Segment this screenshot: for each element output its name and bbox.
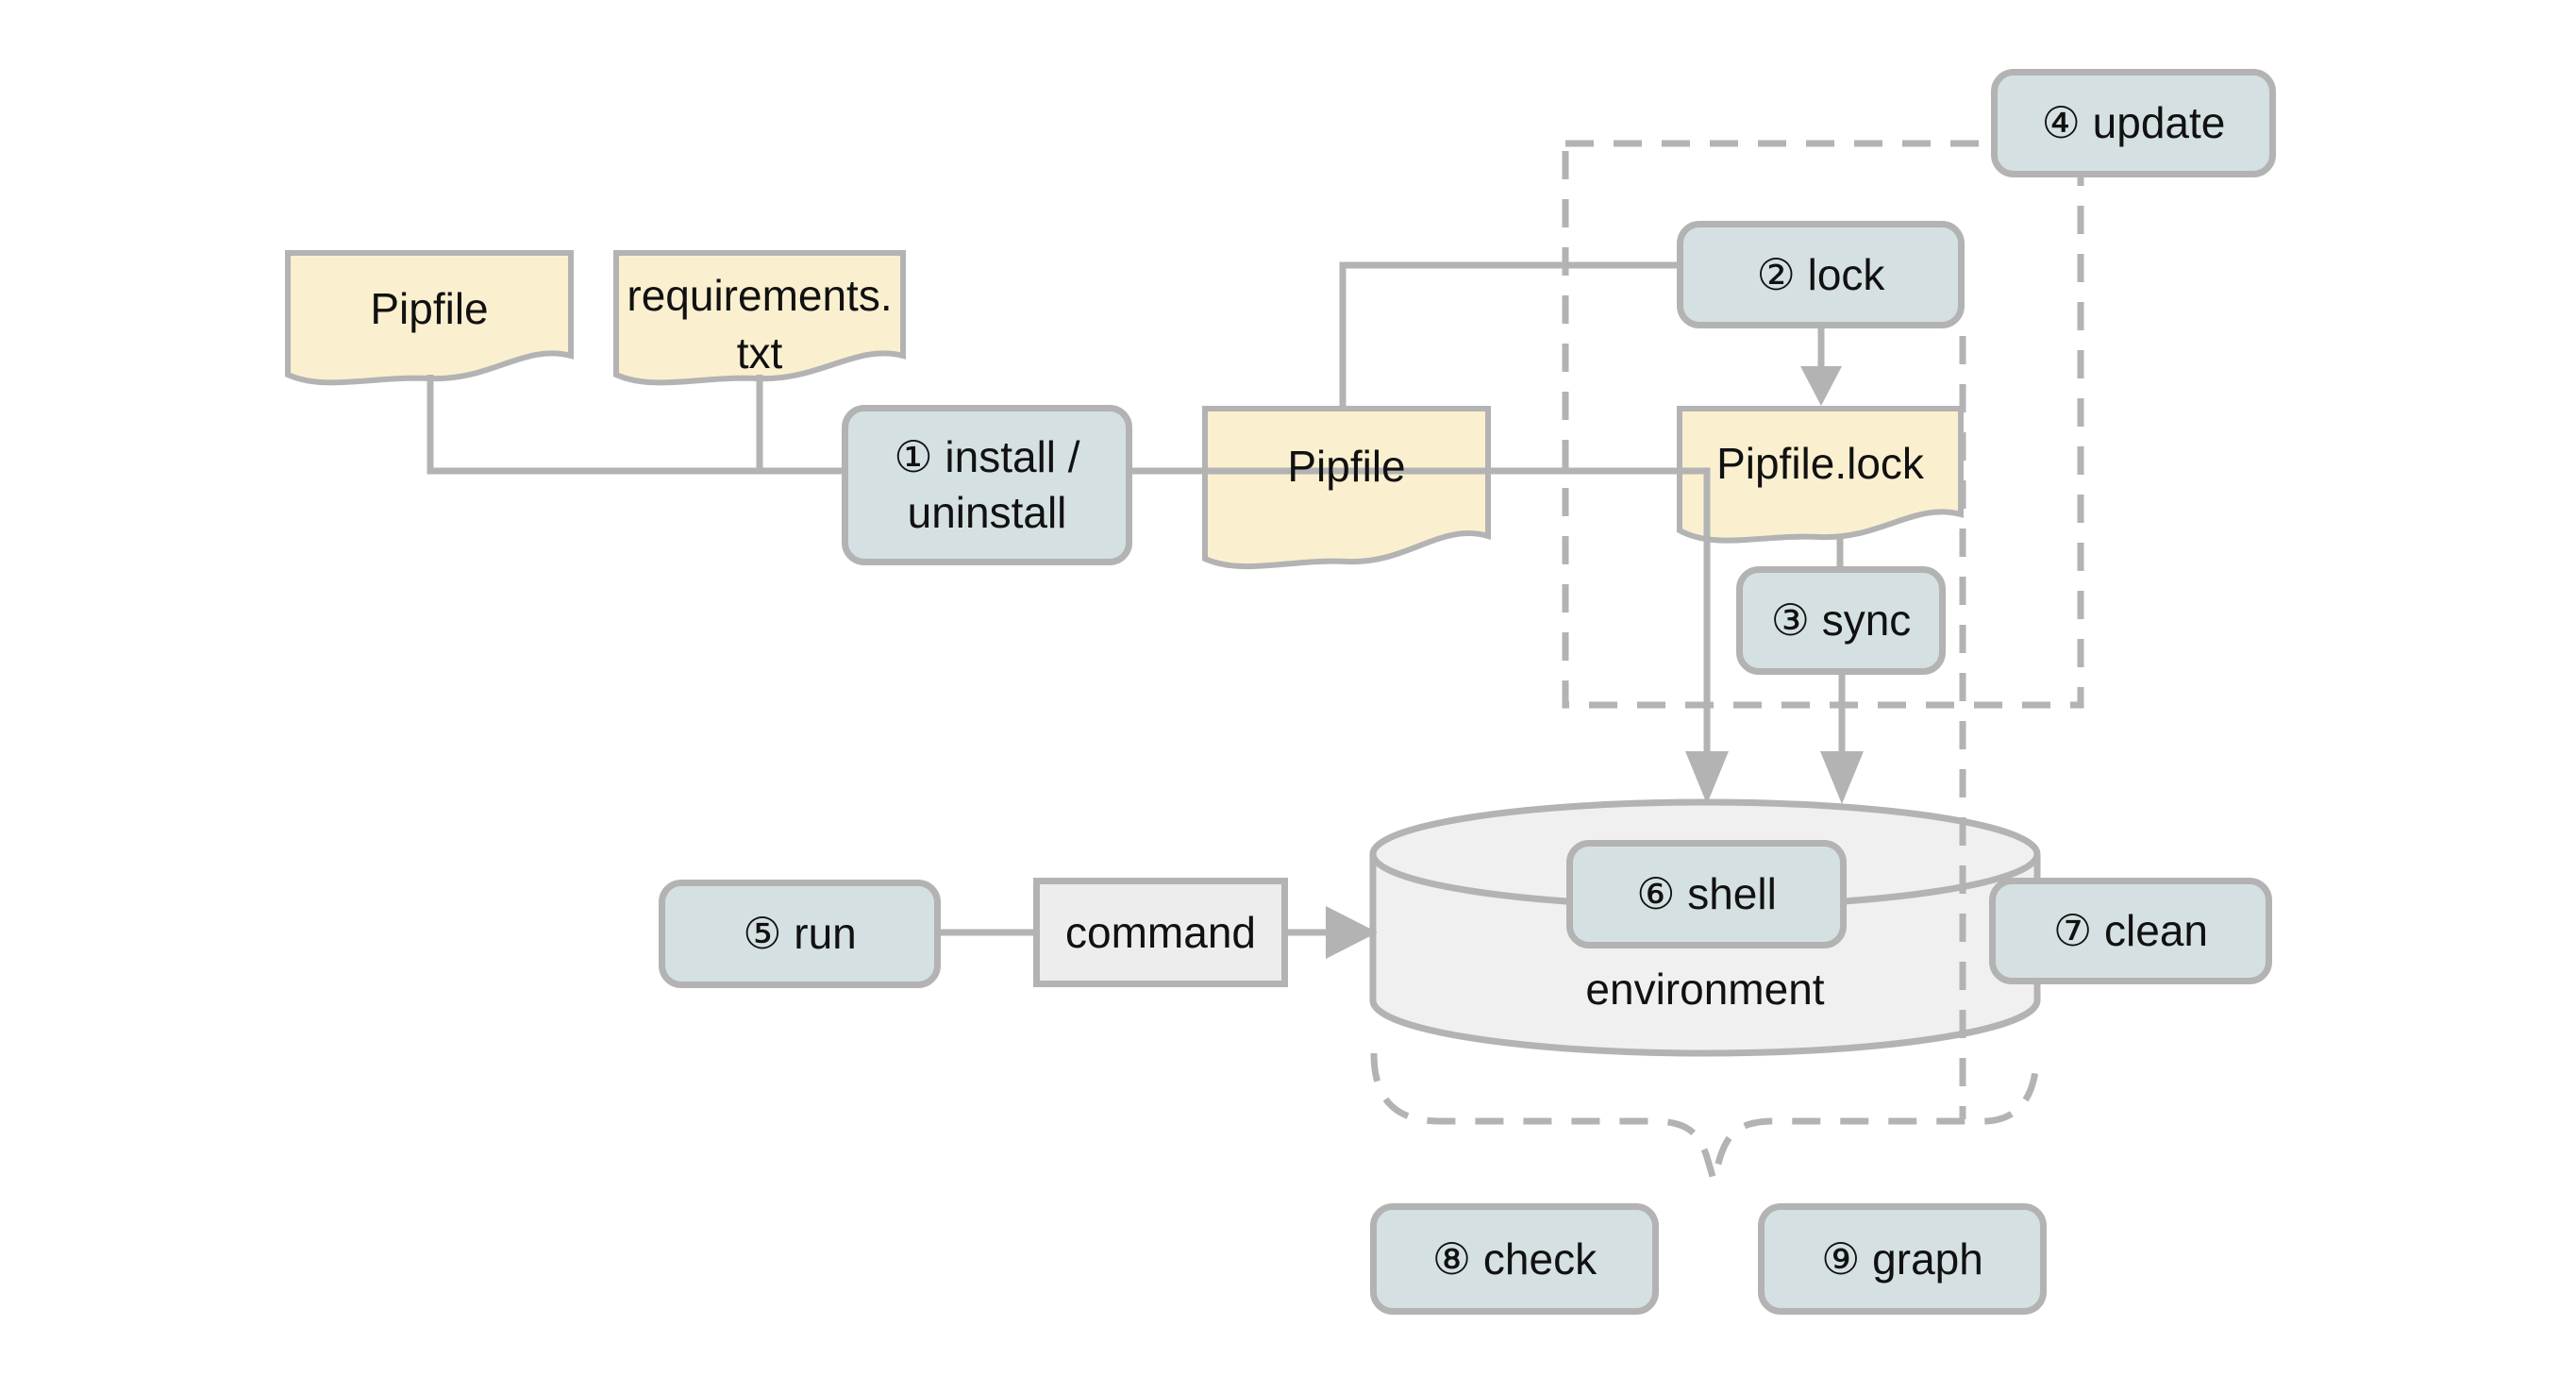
shell-label: ⑥ shell [1636,869,1777,919]
update-label: ④ update [2041,98,2226,148]
requirements-label-line1: requirements. [627,271,893,320]
pipfile-mid-label: Pipfile [1287,442,1406,491]
requirements-label-line2: txt [736,327,783,378]
lock-label: ② lock [1756,249,1885,299]
environment-cylinder [1369,798,2041,1057]
dashed-annotations [1370,140,2084,1192]
shell-box: ⑥ shell [1566,840,1847,948]
arrowheads [1326,366,1864,959]
graph-box: ⑨ graph [1758,1203,2047,1315]
connector-pipfile-mid-to-lock [1339,261,1677,406]
arrowhead-pipfilelock-to-env [1685,751,1729,804]
check-box: ⑧ check [1370,1203,1659,1315]
clean-box: ⑦ clean [1989,878,2272,984]
connector-install-to-environment [1132,467,1711,755]
clean-label: ⑦ clean [2053,906,2208,956]
connector-pipfile-top-to-install [427,375,842,475]
update-group-dashed-rect [1562,140,2084,709]
command-box: command [1033,878,1288,987]
environment-label: environment [1585,965,1825,1014]
arrowhead-command-to-env [1326,906,1378,959]
cylinder-body [1369,854,2041,1057]
command-label: command [1065,907,1256,957]
lock-box: ② lock [1677,221,1965,328]
arrowhead-sync-to-env [1820,751,1864,804]
requirements-label: requirements. txt [614,267,905,381]
install-label-line1: ① install / [894,432,1080,482]
sync-box: ③ sync [1736,566,1946,675]
install-label-line2: uninstall [907,488,1067,537]
sync-label: ③ sync [1770,596,1912,646]
graph-label: ⑨ graph [1821,1234,1983,1284]
pipfile-lock-label: Pipfile.lock [1716,439,1924,488]
pipfile-top-label: Pipfile [370,284,489,333]
pipfile-lock-doc-shape [1677,406,1964,544]
run-label: ⑤ run [743,909,857,959]
arrowhead-lock-to-pipfilelock [1800,366,1842,406]
update-box: ④ update [1991,69,2276,177]
environment-brace-dashed [1370,1052,2040,1192]
document-shapes [285,250,1964,570]
run-box: ⑤ run [659,880,941,988]
connectors [427,261,1846,936]
check-label: ⑧ check [1431,1234,1597,1284]
pipfile-mid-doc-shape [1202,406,1491,570]
install-uninstall-box: ① install / uninstall [842,405,1132,565]
